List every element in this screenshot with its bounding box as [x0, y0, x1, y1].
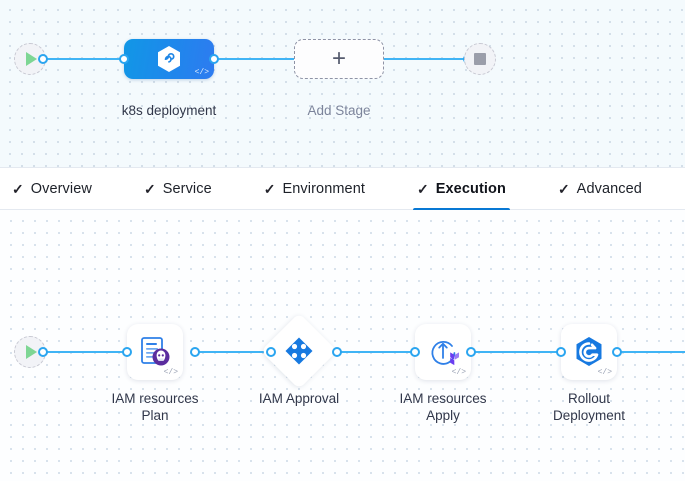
- step-code-tag: </>: [451, 368, 466, 377]
- step-label-rollout-deployment: Rollout Deployment: [552, 391, 626, 423]
- tab-advanced[interactable]: ✓ Advanced: [558, 167, 656, 210]
- tab-execution[interactable]: ✓ Execution: [413, 167, 520, 211]
- check-icon: ✓: [143, 180, 156, 197]
- step-port-in-3[interactable]: [410, 347, 420, 357]
- kubernetes-hexagon-icon: [158, 46, 180, 72]
- pipeline-end-node[interactable]: [464, 43, 496, 75]
- step-wire-4: [616, 351, 685, 353]
- stage-port-in-1[interactable]: [119, 54, 129, 64]
- tab-label: Overview: [30, 180, 92, 197]
- check-icon: ✓: [12, 180, 24, 197]
- step-wire-3: [470, 351, 561, 353]
- terraform-plan-icon: [141, 337, 170, 366]
- step-label-iam-resources-plan: IAM resources Plan: [111, 391, 199, 423]
- stage-code-tag: </>: [194, 68, 209, 77]
- check-icon: ✓: [557, 180, 570, 197]
- stage-port-start[interactable]: [38, 54, 48, 64]
- step-label-iam-resources-apply: IAM resources Apply: [399, 391, 487, 423]
- step-port-out-1[interactable]: [190, 347, 200, 357]
- play-icon: [26, 52, 37, 66]
- step-port-out-3[interactable]: [466, 347, 476, 357]
- check-icon: ✓: [263, 180, 276, 197]
- step-code-tag: </>: [163, 368, 178, 377]
- stop-icon: [474, 53, 486, 65]
- add-stage-button[interactable]: +: [294, 39, 384, 79]
- stage-label-k8s-deployment: k8s deployment: [121, 103, 217, 118]
- add-stage-label: Add Stage: [307, 103, 371, 118]
- stage-node-k8s-deployment[interactable]: </>: [124, 39, 214, 79]
- stage-wire-start: [38, 58, 124, 60]
- step-port-in-4[interactable]: [556, 347, 566, 357]
- stage-wire-2: [380, 58, 466, 60]
- stage-wire-1: [214, 58, 298, 60]
- stage-config-tabs: ✓ Overview ✓ Service ✓ Environment ✓ Exe…: [0, 167, 685, 211]
- tab-label: Environment: [282, 180, 365, 197]
- step-node-iam-resources-apply[interactable]: </>: [415, 324, 471, 380]
- terraform-apply-icon: [431, 340, 459, 366]
- plus-icon: +: [331, 45, 346, 72]
- step-port-in-2[interactable]: [266, 347, 276, 357]
- execution-steps-canvas[interactable]: </> IAM resources Plan IAM Approval: [0, 210, 685, 481]
- tab-label: Service: [162, 180, 212, 197]
- step-wire-1: [196, 351, 272, 353]
- tab-label: Advanced: [576, 180, 642, 197]
- step-code-tag: </>: [597, 368, 612, 377]
- play-icon: [26, 345, 37, 359]
- rollout-deployment-icon: [576, 337, 602, 366]
- tab-environment[interactable]: ✓ Environment: [264, 167, 379, 210]
- step-wire-start: [38, 351, 138, 353]
- step-port-start[interactable]: [38, 347, 48, 357]
- step-port-out-2[interactable]: [332, 347, 342, 357]
- stage-port-out-1[interactable]: [209, 54, 219, 64]
- check-icon: ✓: [417, 180, 429, 197]
- step-wire-2: [327, 351, 416, 353]
- stage-canvas[interactable]: </> k8s deployment + Add Stage: [0, 0, 685, 167]
- step-label-iam-approval: IAM Approval: [258, 391, 340, 406]
- step-port-in-1[interactable]: [122, 347, 132, 357]
- step-node-iam-resources-plan[interactable]: </>: [127, 324, 183, 380]
- tab-overview[interactable]: ✓ Overview: [12, 167, 106, 210]
- step-node-rollout-deployment[interactable]: </>: [561, 324, 617, 380]
- step-port-out-4[interactable]: [612, 347, 622, 357]
- tab-label: Execution: [435, 180, 506, 197]
- tab-service[interactable]: ✓ Service: [144, 167, 226, 210]
